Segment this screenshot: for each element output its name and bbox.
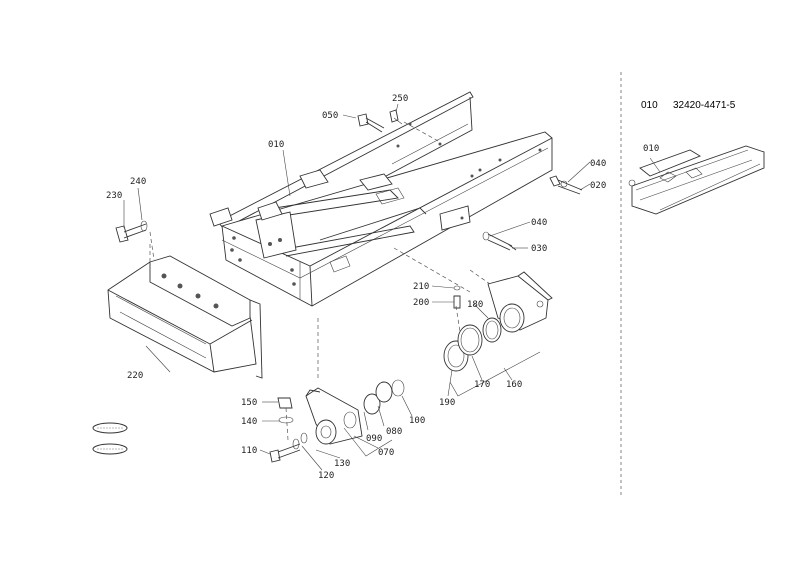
washer-240 [140, 220, 148, 232]
callout-250: 250 [392, 94, 408, 104]
oval-stamp-1 [92, 422, 128, 434]
callout-210: 210 [413, 282, 429, 292]
callout-130: 130 [334, 459, 350, 469]
bolt-230 [115, 223, 147, 243]
callout-040-lower: 040 [531, 218, 547, 228]
leader-lines [123, 103, 591, 471]
callout-140: 140 [241, 417, 257, 427]
callout-230: 230 [106, 191, 122, 201]
bushing-090 [375, 381, 393, 403]
callout-030: 030 [531, 244, 547, 254]
callout-080: 080 [386, 427, 402, 437]
bushing-080 [363, 393, 381, 415]
bolt-030 [482, 231, 517, 251]
callout-190: 190 [439, 398, 455, 408]
frame-assembly [209, 91, 553, 307]
callout-120: 120 [318, 471, 334, 481]
oval-stamp-2 [92, 443, 128, 455]
bolt-050 [357, 113, 385, 133]
callout-050: 050 [322, 111, 338, 121]
bolt-110 [269, 443, 301, 463]
callout-170: 170 [474, 380, 490, 390]
bolt-250 [389, 109, 403, 125]
callout-240: 240 [130, 177, 146, 187]
callout-180: 180 [467, 300, 483, 310]
nut-150 [277, 397, 293, 409]
callout-040-upper: 040 [590, 159, 606, 169]
callout-220: 220 [127, 371, 143, 381]
callout-020: 020 [590, 181, 606, 191]
inset-frame-thumbnail [628, 145, 765, 215]
inset-callout-010: 010 [643, 144, 659, 154]
header-part-number: 32420-4471-5 [673, 100, 736, 111]
bushing-170 [457, 324, 483, 356]
ring-100 [391, 379, 405, 397]
callout-160: 160 [506, 380, 522, 390]
pivot-bracket-160 [487, 271, 553, 333]
washer-130 [292, 438, 300, 450]
callout-010: 010 [268, 140, 284, 150]
fitting-200 [453, 285, 461, 309]
ring-180 [482, 317, 502, 343]
header-code: 010 [641, 100, 658, 111]
callout-200: 200 [413, 298, 429, 308]
callout-150: 150 [241, 398, 257, 408]
callout-090: 090 [366, 434, 382, 444]
washer-140 [278, 416, 294, 424]
step-220 [107, 255, 263, 379]
callout-110: 110 [241, 446, 257, 456]
bolt-020 [549, 175, 583, 195]
arm-070 [305, 387, 363, 445]
callout-070: 070 [378, 448, 394, 458]
callout-100: 100 [409, 416, 425, 426]
nut-120 [300, 432, 308, 444]
